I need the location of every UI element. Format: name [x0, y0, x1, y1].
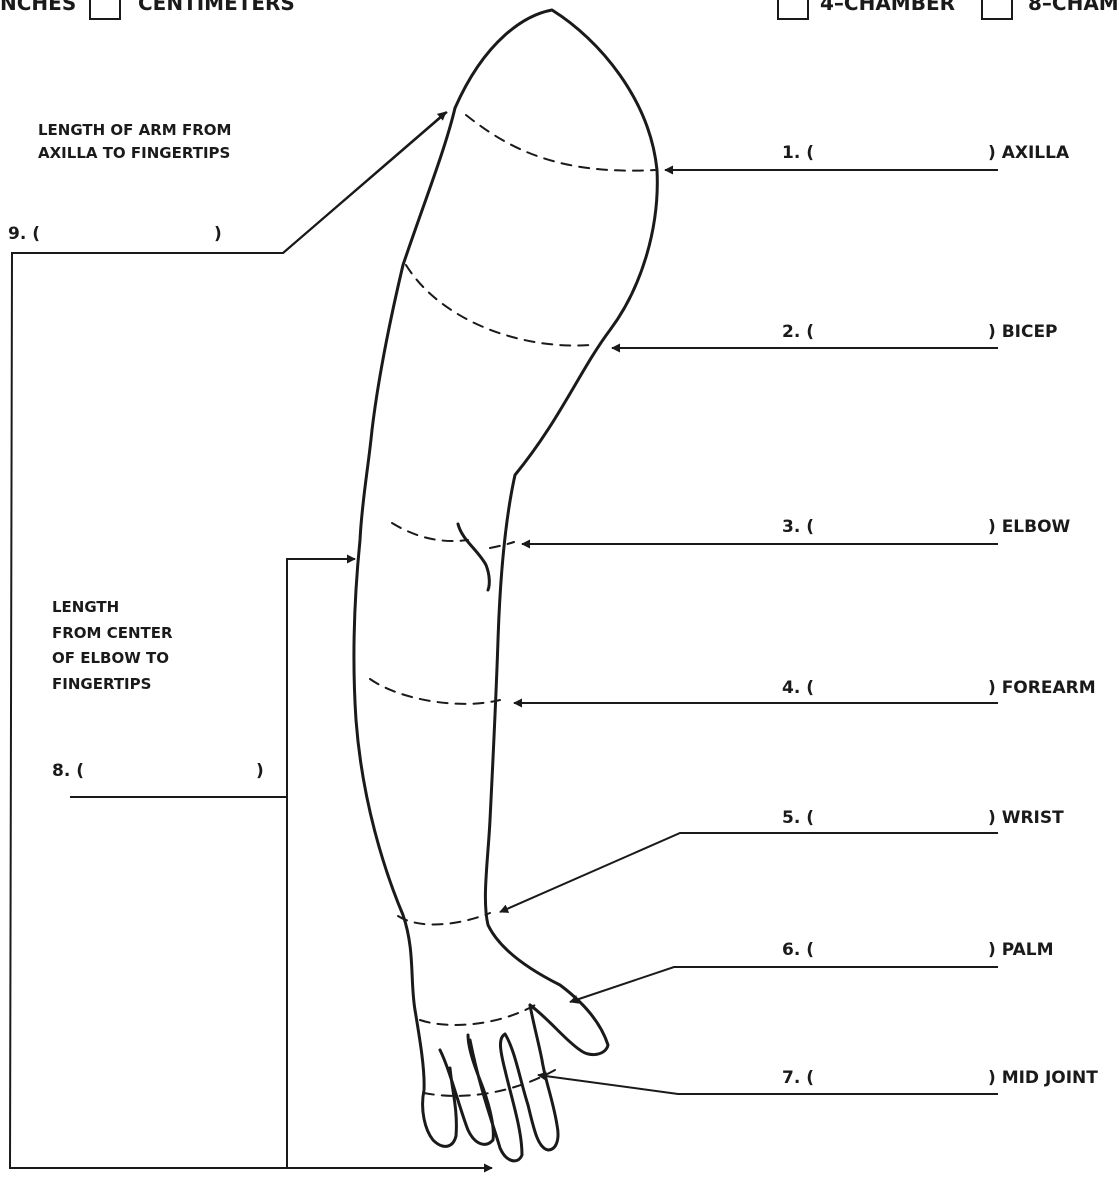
elbow-crease: [458, 524, 489, 590]
measurement-4-field[interactable]: [812, 675, 984, 699]
elbow-length-note-line1: LENGTH: [52, 598, 119, 616]
wrist-leader-arrow: [500, 833, 998, 912]
arm-length-note-line1: LENGTH OF ARM FROM: [38, 121, 231, 139]
arm-outer-contour: [455, 10, 657, 1055]
elbow-length-note-line2: FROM CENTER: [52, 624, 173, 642]
measurement-3-field[interactable]: [812, 514, 984, 538]
chamber-8-label: 8–CHAM: [1028, 0, 1119, 15]
axilla-dashed-line: [466, 115, 655, 171]
measurement-1-field[interactable]: [812, 140, 984, 164]
measurement-8-close: ): [256, 761, 264, 781]
arm-inner-contour: [354, 108, 455, 1010]
measurement-3-label: ) ELBOW: [988, 517, 1071, 537]
measurement-5-number: 5. (: [782, 808, 814, 828]
elbow-dashed-line: [392, 523, 468, 541]
wrist-dashed-line: [398, 913, 490, 924]
chamber-8-checkbox[interactable]: [982, 0, 1012, 19]
elbow-length-leader: [287, 559, 355, 1168]
elbow-dashed-line-right: [490, 542, 514, 548]
measurement-6-field[interactable]: [812, 937, 984, 961]
measurement-9-close: ): [214, 224, 222, 244]
measurement-2-field[interactable]: [812, 319, 984, 343]
elbow-length-note-line4: FINGERTIPS: [52, 675, 151, 693]
measurement-8-field[interactable]: [86, 758, 252, 782]
measurement-9-field[interactable]: [40, 221, 212, 245]
midjoint-dashed-line: [424, 1070, 555, 1096]
measurement-1-number: 1. (: [782, 143, 814, 163]
units-centimeters-checkbox[interactable]: [90, 0, 120, 19]
left-measurements: LENGTH OF ARM FROM AXILLA TO FINGERTIPS …: [8, 112, 492, 1168]
measurement-6-label: ) PALM: [988, 940, 1054, 960]
measurement-3-number: 3. (: [782, 517, 814, 537]
measurement-5-field[interactable]: [812, 805, 984, 829]
measurement-6-number: 6. (: [782, 940, 814, 960]
measurement-9-number: 9. (: [8, 224, 40, 244]
measurement-2-label: ) BICEP: [988, 322, 1058, 342]
measurement-7-number: 7. (: [782, 1068, 814, 1088]
arm-length-note-line2: AXILLA TO FINGERTIPS: [38, 144, 230, 162]
measurement-5-label: ) WRIST: [988, 808, 1064, 828]
measurement-2-number: 2. (: [782, 322, 814, 342]
forearm-dashed-line: [370, 679, 500, 704]
right-measurements: 1. ( ) AXILLA 2. ( ) BICEP 3. ( ) ELBOW …: [500, 140, 1098, 1094]
measurement-1-label: ) AXILLA: [988, 143, 1070, 163]
chamber-4-label: 4–CHAMBER: [820, 0, 955, 15]
arm-length-arrowhead: [283, 112, 446, 253]
measurement-8-number: 8. (: [52, 761, 84, 781]
elbow-length-note-line3: OF ELBOW TO: [52, 649, 169, 667]
palm-dashed-line: [420, 1005, 535, 1025]
bicep-dashed-line: [406, 265, 590, 346]
hand-fingers: [415, 1005, 558, 1161]
measurement-4-label: ) FOREARM: [988, 678, 1096, 698]
chamber-4-checkbox[interactable]: [778, 0, 808, 19]
units-inches-label: NCHES: [0, 0, 76, 15]
measurement-markers: [370, 115, 655, 1096]
measurement-4-number: 4. (: [782, 678, 814, 698]
measurement-7-field[interactable]: [812, 1065, 984, 1089]
units-centimeters-label: CENTIMETERS: [138, 0, 295, 15]
measurement-7-label: ) MID JOINT: [988, 1068, 1098, 1088]
palm-leader-arrow: [570, 967, 998, 1002]
